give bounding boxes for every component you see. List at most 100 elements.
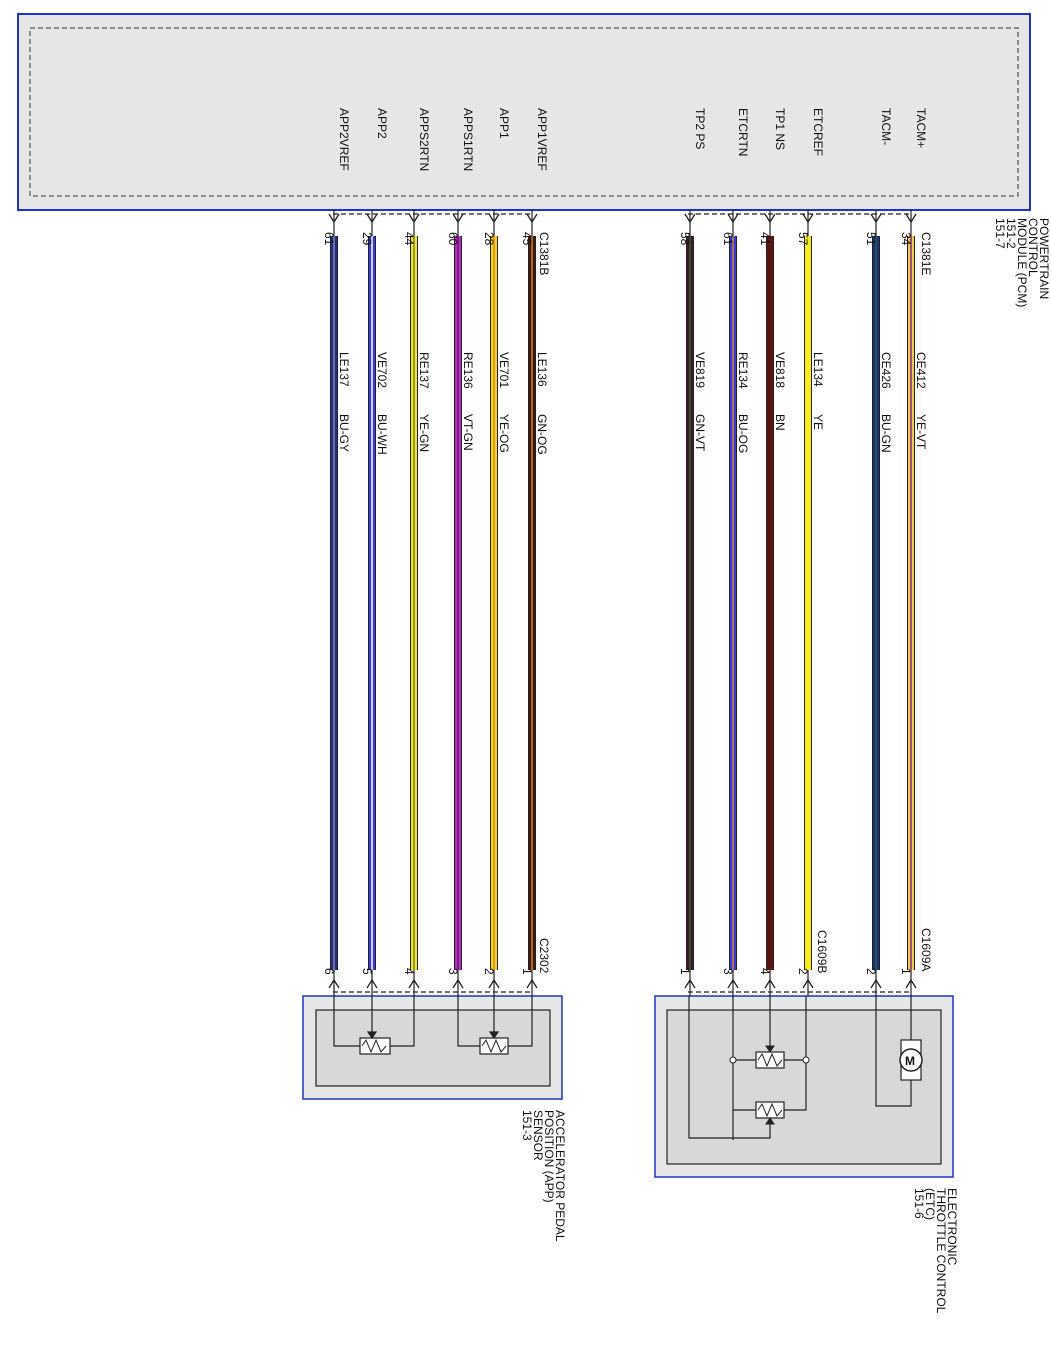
etc-name-label: ELECTRONIC THROTTLE CONTROL (ETC) 151-6 [912, 1188, 959, 1314]
etc-signal-label: TACM- [879, 108, 893, 145]
app-pcm-pin-label: 60 [446, 232, 460, 246]
etc-name-line-4: 151-6 [912, 1188, 926, 1219]
app-device-pin-chevron [452, 978, 464, 989]
pcm-name-line-2: CONTROL [1026, 218, 1040, 277]
etc-device-pin-label: 2 [864, 968, 878, 975]
app-name-line-4: 151-3 [520, 1110, 534, 1141]
app-device-pin-chevron [328, 978, 340, 989]
app-pcm-pin-chevron [526, 213, 538, 224]
app-color-code-label: YE-GN [417, 414, 431, 452]
etc-device-inner [666, 1009, 942, 1165]
app-pcm-pin-label: 28 [482, 232, 496, 246]
pcm-module-inner-dash [29, 27, 1019, 197]
etc-device-pin-chevron [802, 978, 814, 989]
etc-pcm-pin-chevron [684, 213, 696, 224]
etc-name-line-1: ELECTRONIC [945, 1188, 959, 1266]
app-device-pin-chevron [408, 978, 420, 989]
app-pcm-pin-chevron [408, 213, 420, 224]
etc-pcm-pin-label: 51 [864, 232, 878, 246]
etc-device-pin-chevron [905, 978, 917, 989]
app-circuit-label: LE136 [535, 352, 549, 387]
etc-color-code-label: YE-VT [914, 414, 928, 450]
app-device-pin-chevron [488, 978, 500, 989]
etc-device-pin-chevron [684, 978, 696, 989]
etc-pcm-pin-label: 58 [678, 232, 692, 246]
app-device-pin-label: 1 [520, 968, 534, 975]
app-circuit-label: RE136 [461, 352, 475, 389]
etc-circuit-label: VE818 [773, 352, 787, 388]
etc-circuit-label: RE134 [736, 352, 750, 389]
app-name-line-1: ACCELERATOR PEDAL [553, 1110, 567, 1242]
etc-internal-zigzags [729, 1045, 923, 1125]
pcm-module-box [17, 13, 1031, 211]
etc-signal-label: TACM+ [914, 108, 928, 148]
app-signal-label: APPS2RTN [417, 108, 431, 171]
app-pcm-pin-chevron [488, 213, 500, 224]
etc-signal-label: TP2 PS [693, 108, 707, 149]
app-color-code-label: BU-GY [337, 414, 351, 452]
etc-color-code-label: BN [773, 414, 787, 431]
etc-pcm-pin-chevron [905, 213, 917, 224]
app-signal-label: APP2 [375, 108, 389, 139]
app-device-pin-label: 6 [322, 968, 336, 975]
etc-color-code-label: BU-GN [879, 414, 893, 453]
etc-color-code-label: YE [811, 414, 825, 430]
etc-device-connector-b-label: C1609B [815, 930, 829, 973]
app-color-code-label: VT-GN [461, 414, 475, 451]
app-name-line-3: SENSOR [531, 1110, 545, 1161]
app-pcm-pin-chevron [328, 213, 340, 224]
app-name-label: ACCELERATOR PEDAL POSITION (APP) SENSOR … [520, 1110, 567, 1242]
app-circuit-label: VE702 [375, 352, 389, 388]
etc-device-pin-chevron [870, 978, 882, 989]
app-signal-label: APP1VREF [535, 108, 549, 171]
etc-pcm-pin-label: 61 [721, 232, 735, 246]
etc-name-line-2: THROTTLE CONTROL [934, 1188, 948, 1314]
etc-pcm-pin-chevron [727, 213, 739, 224]
etc-signal-label: ETCRTN [736, 108, 750, 156]
etc-signal-label: ETCREF [811, 108, 825, 156]
etc-device-pin-label: 1 [678, 968, 692, 975]
etc-pcm-pin-label: 41 [758, 232, 772, 246]
app-pcm-pin-label: 61 [322, 232, 336, 246]
etc-color-code-label: BU-OG [736, 414, 750, 453]
pcm-name-line-1: POWERTRAIN [1037, 218, 1051, 299]
app-device-pin-label: 3 [446, 968, 460, 975]
etc-wire-group: TACM+34CE412YE-VT1TACM-51CE426BU-GN2ETCR… [678, 108, 928, 996]
etc-circuit-label: VE819 [693, 352, 707, 388]
app-pcm-pin-label: 29 [360, 232, 374, 246]
app-name-line-2: POSITION (APP) [542, 1110, 556, 1203]
app-color-code-label: YE-OG [497, 414, 511, 453]
app-device-pin-label: 5 [360, 968, 374, 975]
app-pcm-pin-label: 45 [520, 232, 534, 246]
etc-device-pin-chevron [764, 978, 776, 989]
etc-pcm-pin-chevron [870, 213, 882, 224]
app-device-pin-label: 2 [482, 968, 496, 975]
pcm-name-line-3: MODULE (PCM) [1015, 218, 1029, 307]
app-wire-group: APP1VREF45LE136GN-OG1APP128VE701YE-OG2AP… [322, 108, 549, 996]
pcm-name-line-5: 151-7 [993, 218, 1007, 249]
app-circuit-label: RE137 [417, 352, 431, 389]
app-signal-label: APP1 [497, 108, 511, 139]
etc-device-pin-label: 3 [721, 968, 735, 975]
pcm-name-label: POWERTRAIN CONTROL MODULE (PCM) 151-2 15… [993, 218, 1051, 307]
etc-circuit-label: CE426 [879, 352, 893, 389]
app-color-code-label: GN-OG [535, 414, 549, 455]
app-device-pin-label: 4 [402, 968, 416, 975]
etc-pcm-pin-chevron [764, 213, 776, 224]
app-signal-label: APPS1RTN [461, 108, 475, 171]
app-pcm-connector-label: C1381B [537, 232, 551, 275]
app-device-pin-chevron [366, 978, 378, 989]
etc-color-code-label: GN-VT [693, 414, 707, 452]
app-circuit-label: VE701 [497, 352, 511, 388]
etc-device-pin-chevron [727, 978, 739, 989]
etc-circuit-label: LE134 [811, 352, 825, 387]
app-device-connector-label: C2302 [537, 938, 551, 974]
etc-pcm-pin-label: 34 [899, 232, 913, 246]
etc-pcm-connector-label: C1381E [919, 232, 933, 275]
app-pcm-pin-label: 44 [402, 232, 416, 246]
app-device-pin-chevron [526, 978, 538, 989]
motor-icon: M [905, 1054, 915, 1068]
app-internal-circuit [333, 996, 533, 1055]
etc-signal-label: TP1 NS [773, 108, 787, 150]
